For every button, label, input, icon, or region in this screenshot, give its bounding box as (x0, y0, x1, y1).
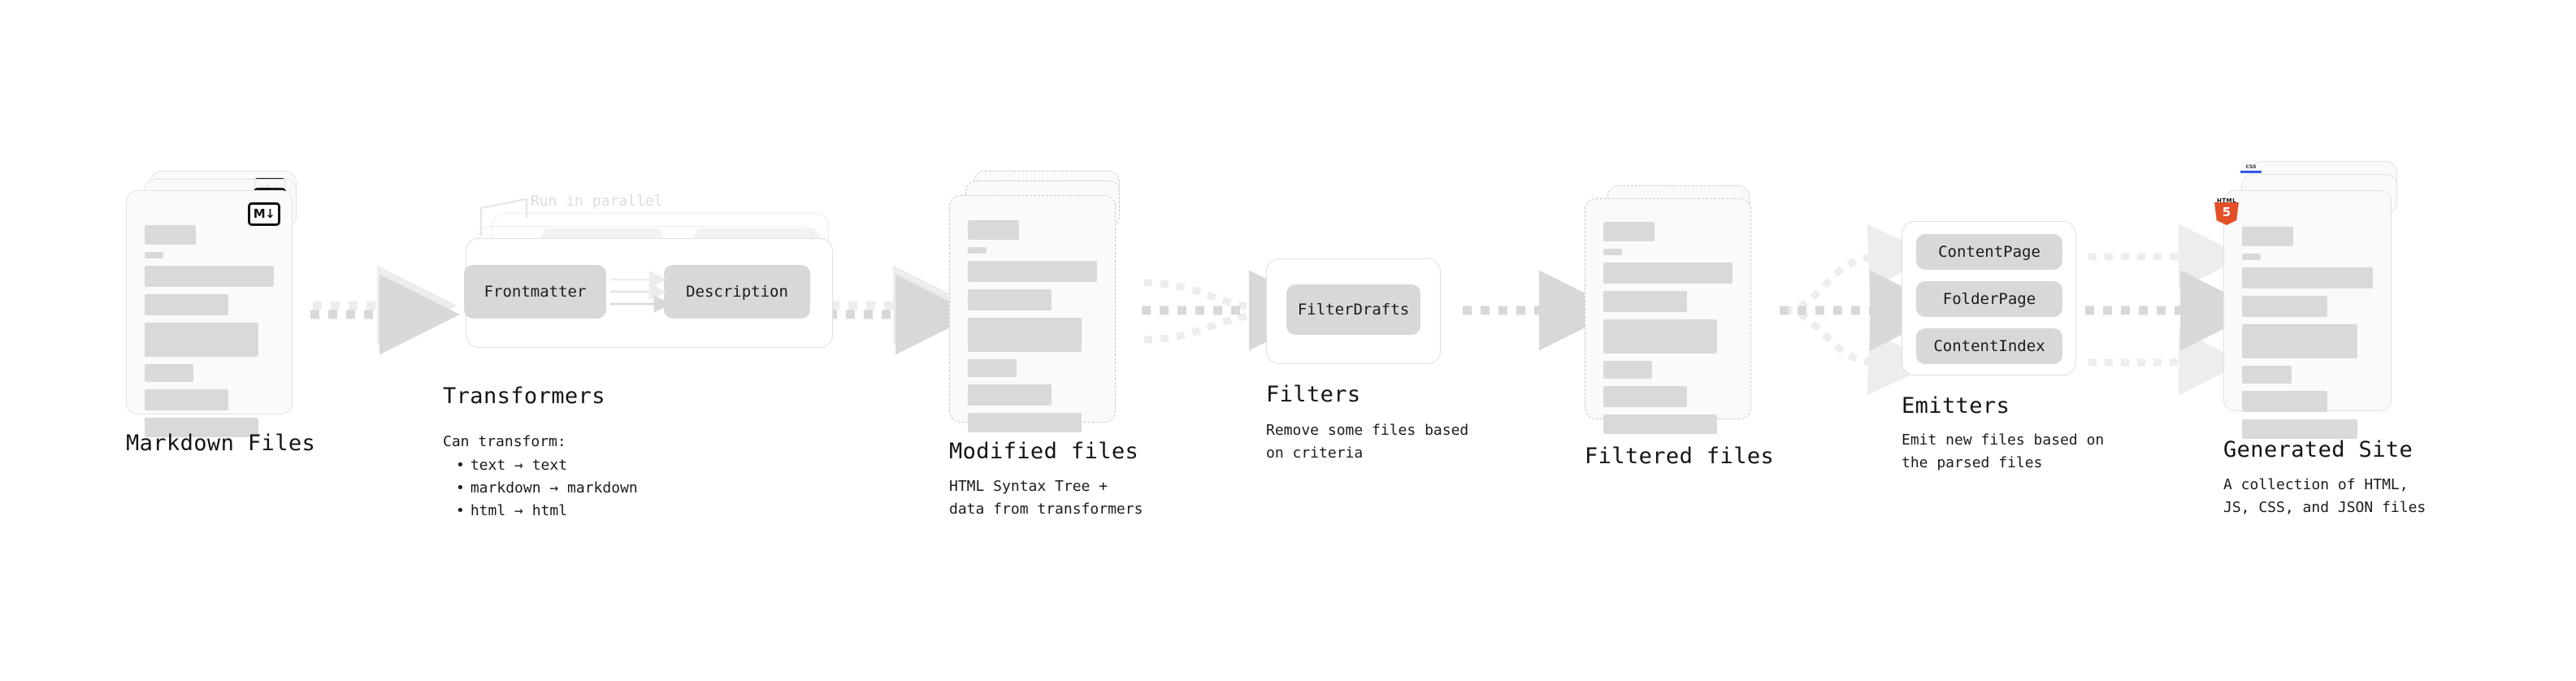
stage-title-emitters: Emitters (1902, 393, 2010, 419)
modified-placeholder-lines (968, 220, 1097, 440)
emitters-group: ContentPage FolderPage ContentIndex (1902, 221, 2076, 375)
transformers-bullet-0: text → text (456, 454, 638, 477)
site-card-front: HTML 5 (2214, 190, 2392, 439)
arrow-filtered-to-emitters (1780, 223, 1950, 396)
arrow-modified-to-filters (1142, 270, 1329, 351)
stage-filtered-files: Filtered files (1585, 185, 1774, 469)
css-icon-label: CSS (2245, 164, 2257, 170)
html5-icon-cap: HTML (2216, 197, 2237, 204)
filters-group: FilterDrafts (1266, 258, 1441, 364)
transformer-chip-description[interactable]: Description (664, 265, 810, 319)
stage-filters: FilterDrafts Filters Remove some files b… (1266, 258, 1468, 462)
stage-title-generated-site: Generated Site (2223, 437, 2413, 462)
modified-card-front (949, 195, 1116, 432)
html5-icon: HTML 5 (2214, 197, 2239, 225)
stage-modified-files: Modified files HTML Syntax Tree + data f… (949, 171, 1143, 518)
html5-icon-digit: 5 (2222, 205, 2231, 219)
transformer-inner-arrows (610, 271, 672, 313)
transformers-bullets-heading: Can transform: (443, 433, 566, 450)
css-icon: CSS (2240, 165, 2262, 174)
site-placeholder-lines (2242, 227, 2373, 446)
stage-title-transformers: Transformers (443, 384, 605, 409)
stage-desc-filters: Remove some files based on criteria (1266, 422, 1469, 462)
markdown-card-front: M↓ (126, 190, 293, 437)
arrow-transformers-to-modified (828, 265, 976, 355)
transformer-chip-frontmatter[interactable]: Frontmatter (464, 265, 606, 319)
transformers-group-stack: Frontmatter Description (443, 195, 833, 362)
emitter-chip-contentpage[interactable]: ContentPage (1916, 234, 2062, 270)
transformers-bullets: Can transform: text → text markdown → ma… (443, 431, 638, 523)
parallel-label: Run in parallel (531, 193, 663, 210)
transformers-bullet-1: markdown → markdown (456, 477, 638, 500)
emitter-chip-contentindex[interactable]: ContentIndex (1916, 328, 2062, 364)
stage-markdown-files: M↓ M↓ M↓ Markdown Files (126, 171, 315, 456)
markdown-card-stack: M↓ M↓ M↓ (126, 171, 301, 437)
filter-chip-filterdrafts[interactable]: FilterDrafts (1286, 284, 1420, 335)
stage-desc-emitters: Emit new files based on the parsed files (1902, 432, 2105, 471)
filtered-card-stack (1585, 185, 1759, 434)
modified-card-stack (949, 171, 1124, 432)
site-card-stack: CSS HTML 5 (2214, 161, 2402, 439)
stage-title-filters: Filters (1266, 382, 1361, 407)
stage-transformers: Frontmatter Description Run in parallel … (443, 193, 833, 519)
transformers-bullet-2: html → html (456, 500, 638, 523)
markdown-placeholder-lines (145, 225, 274, 445)
arrow-markdown-to-transformers (310, 265, 460, 355)
stage-title-filtered-files: Filtered files (1585, 444, 1775, 469)
markdown-icon: M↓ (248, 202, 280, 226)
filtered-card-front (1585, 198, 1751, 434)
filtered-placeholder-lines (1603, 222, 1733, 441)
stage-title-markdown-files: Markdown Files (126, 431, 316, 456)
stage-generated-site: CSS HTML 5 (2214, 161, 2426, 516)
stage-emitters: ContentPage FolderPage ContentIndex Emit… (1902, 221, 2104, 471)
arrow-emitters-to-site (2085, 223, 2261, 396)
emitter-chip-folderpage[interactable]: FolderPage (1916, 281, 2062, 317)
stage-title-modified-files: Modified files (949, 439, 1139, 464)
stage-desc-modified-files: HTML Syntax Tree + data from transformer… (949, 478, 1143, 518)
stage-desc-generated-site: A collection of HTML, JS, CSS, and JSON … (2223, 476, 2426, 516)
